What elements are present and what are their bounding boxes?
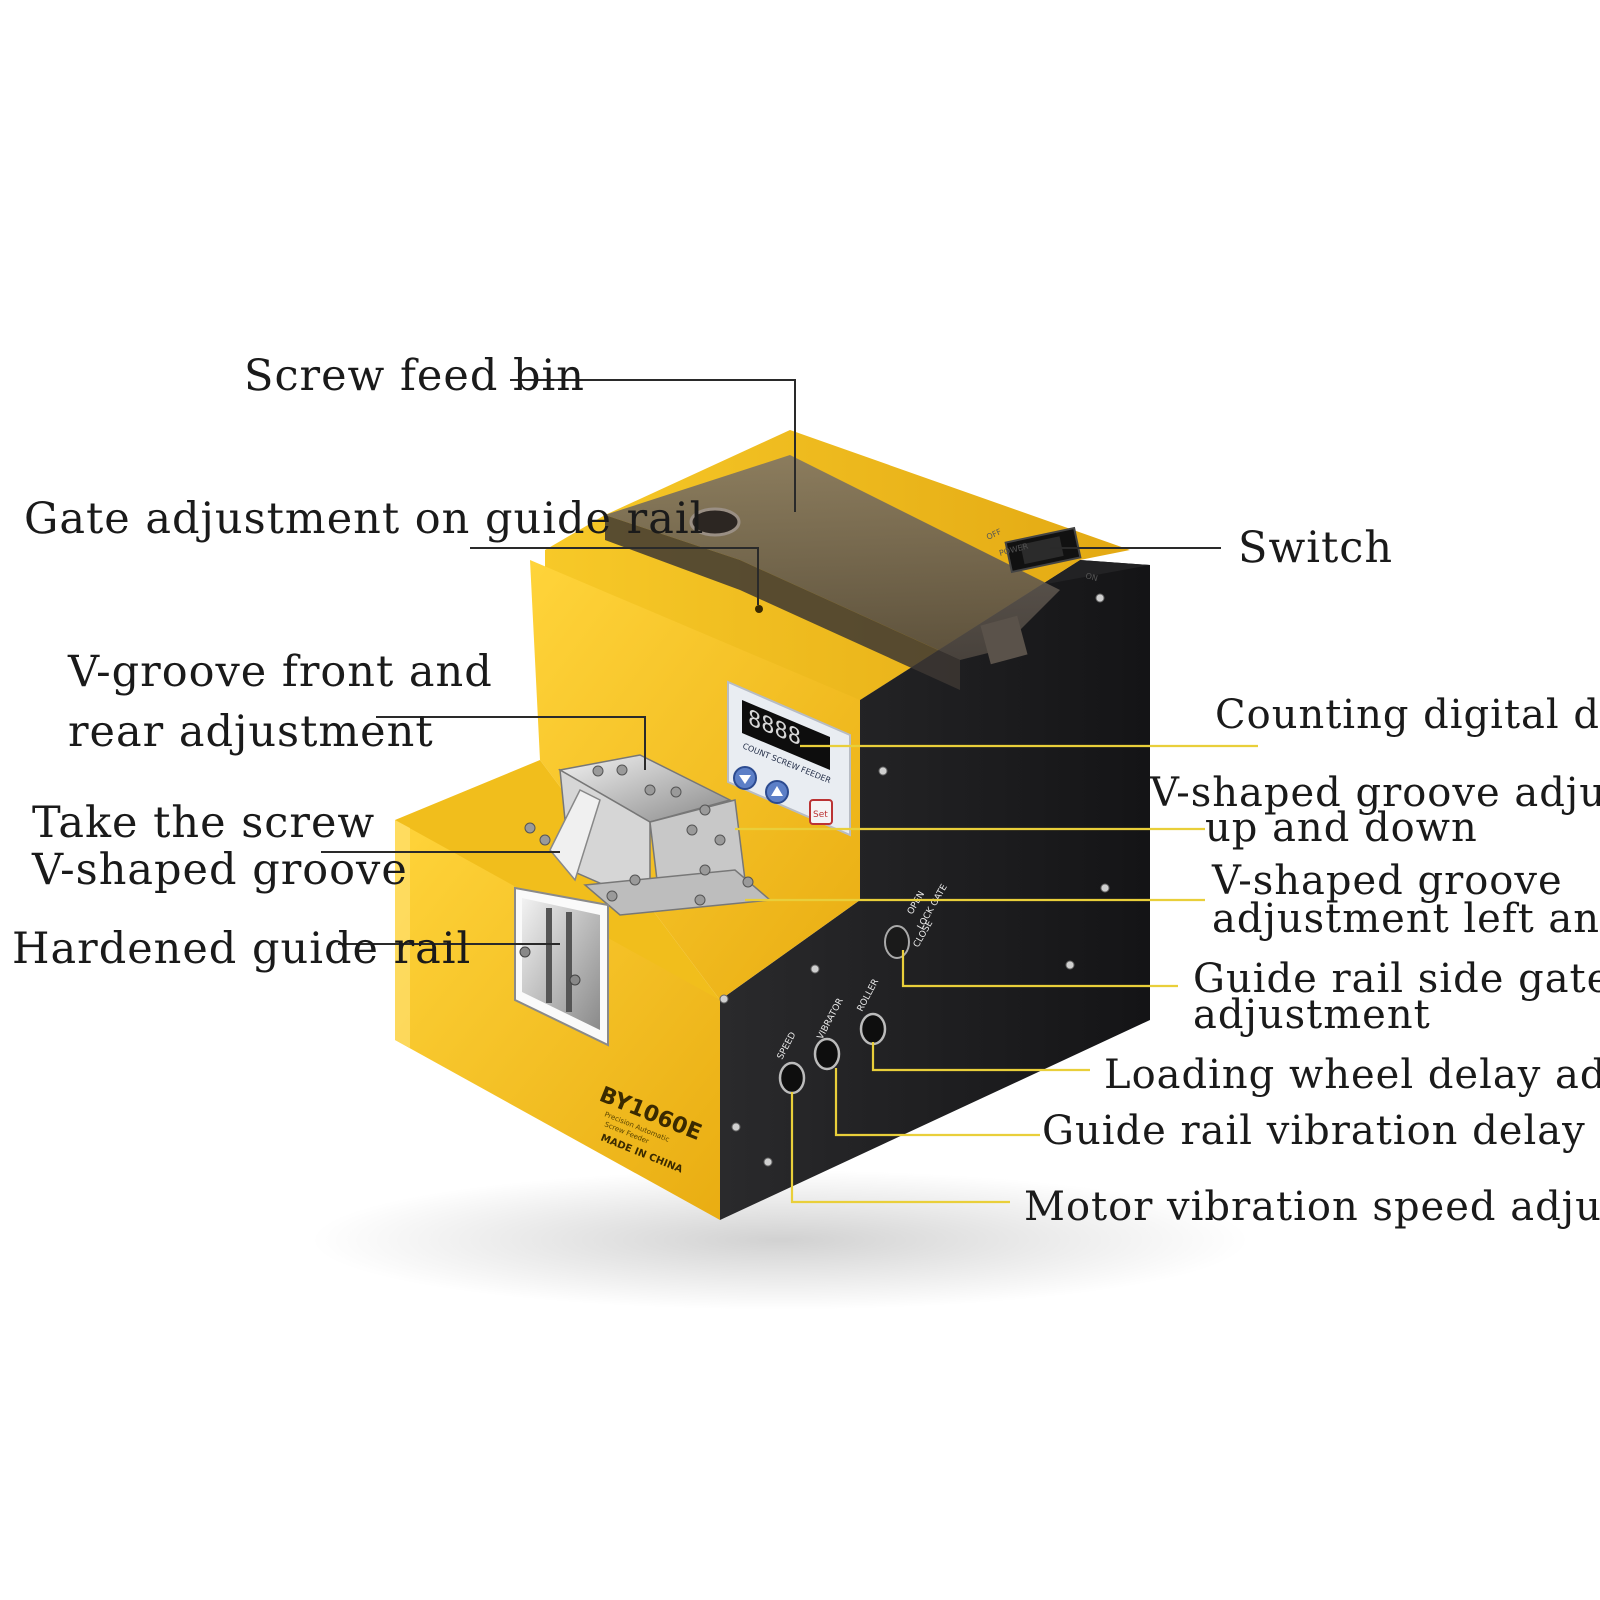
label-take-screw-2: V-shaped groove [31, 845, 408, 895]
take-screw-v-groove [549, 788, 601, 882]
rail-slot-left [546, 908, 552, 1003]
front-edge-highlight [395, 820, 410, 1048]
leader-vgroove-front-rear [376, 716, 646, 770]
side-gate-dial[interactable] [884, 925, 910, 959]
label-vgroove-front-rear-2: rear adjustment [68, 707, 434, 757]
leader-side-gate [901, 950, 1178, 988]
label-switch: Switch [1238, 523, 1393, 573]
bin-fill-hole [689, 507, 741, 537]
leader-motor-speed [790, 1092, 1010, 1204]
switch-on-label: ON [1084, 571, 1098, 583]
label-vgroove-lr-2: adjustment left and right [1212, 896, 1600, 942]
screw-feeder-device: OFF POWER ON 8888 COUNT SCREW FEEDER Set [395, 430, 1150, 1220]
leader-gate-adjustment [470, 547, 759, 605]
upper-front-face [530, 560, 860, 1000]
label-screw-feed-bin: Screw feed bin [244, 351, 585, 401]
leader-loading-wheel [871, 1042, 1090, 1072]
rail-slot-right [566, 912, 572, 1012]
lower-step-top [395, 760, 720, 1000]
roller-knob[interactable] [859, 1012, 887, 1046]
screw-feed-bin [605, 455, 1060, 660]
down-arrow-icon [771, 786, 783, 796]
power-switch[interactable]: OFF POWER ON [985, 526, 1099, 583]
control-panel: 8888 COUNT SCREW FEEDER Set [727, 680, 851, 837]
label-counting-display: Counting digital display [1215, 692, 1600, 738]
bin-latch [980, 615, 1028, 665]
rail-body [522, 898, 600, 1030]
label-gate-adjustment: Gate adjustment on guide rail [24, 494, 704, 544]
label-side-gate-1: Guide rail side gate [1193, 956, 1600, 1002]
gate-adjust-hole[interactable] [755, 605, 763, 613]
set-button-label: Set [813, 810, 828, 820]
label-hardened-rail: Hardened guide rail [12, 924, 471, 974]
label-rail-vibration: Guide rail vibration delay adjustment [1042, 1108, 1600, 1154]
up-arrow-icon [739, 775, 751, 784]
rail-screw-2 [569, 974, 581, 986]
side-panel-screws [719, 593, 1110, 1167]
switch-rocker[interactable] [1020, 536, 1064, 565]
leader-rail-vibration [834, 1068, 1040, 1137]
digital-display [742, 700, 830, 770]
label-loading-wheel: Loading wheel delay adjustment [1104, 1052, 1600, 1098]
label-take-screw-1: Take the screw [32, 798, 375, 848]
set-button[interactable] [809, 799, 833, 825]
leader-screw-feed-bin [510, 379, 796, 512]
bin-front-lip [605, 515, 960, 690]
ground-shadow [310, 1170, 1250, 1310]
leader-lines [321, 379, 1258, 1204]
callout-labels: Screw feed bin Gate adjustment on guide … [12, 351, 1600, 1230]
adjustment-screws [524, 764, 754, 906]
label-side-gate-2: adjustment [1193, 992, 1431, 1038]
label-vgroove-front-rear-1: V-groove front and [67, 647, 493, 697]
label-vgroove-updown-2: up and down [1205, 805, 1478, 851]
label-vgroove-updown-1: V-shaped groove adjustment [1149, 770, 1600, 816]
vibrator-knob[interactable] [813, 1037, 841, 1071]
label-motor-speed: Motor vibration speed adjustment [1024, 1184, 1600, 1230]
rail-screw-1 [519, 946, 531, 958]
v-groove-assembly [524, 754, 772, 916]
hardened-guide-rail [514, 886, 609, 1047]
speed-knob[interactable] [778, 1061, 806, 1095]
label-vgroove-lr-1: V-shaped groove [1211, 858, 1563, 904]
